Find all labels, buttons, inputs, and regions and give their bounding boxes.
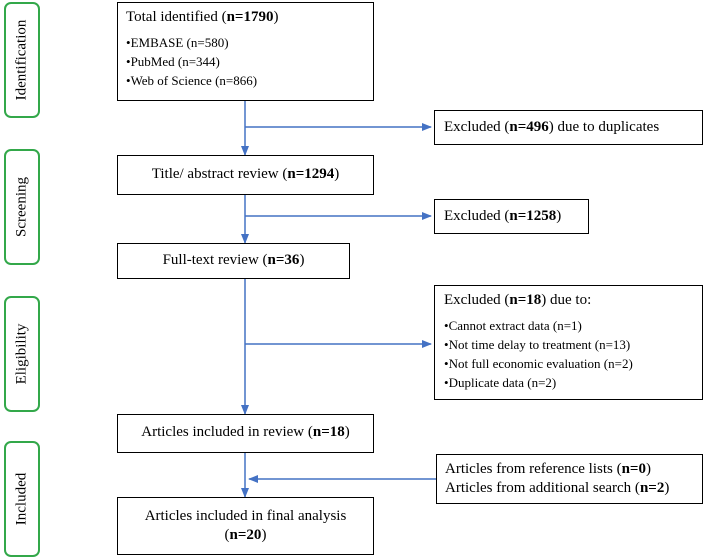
identified-box: Total identified (n=1790) EMBASE (n=580)… <box>117 2 374 101</box>
phase-included: Included <box>4 441 40 557</box>
final-title: Articles included in final analysis <box>144 508 347 524</box>
source-pubmed: PubMed (n=344) <box>126 52 365 71</box>
source-embase: EMBASE (n=580) <box>126 33 365 52</box>
included-review-box: Articles included in review (n=18) <box>117 414 374 453</box>
full-excluded-title: Excluded (n=18) due to: <box>444 292 592 308</box>
additional-search: Articles from additional search (n=2) <box>445 480 670 496</box>
phase-screening-label: Screening <box>13 177 30 237</box>
reason-item: Cannot extract data (n=1) <box>444 316 693 335</box>
full-excluded-box: Excluded (n=18) due to: Cannot extract d… <box>434 285 703 400</box>
phase-included-label: Included <box>13 472 30 526</box>
fulltext-box: Full-text review (n=36) <box>117 243 350 279</box>
reason-item: Not time delay to treatment (n=13) <box>444 335 693 354</box>
phase-eligibility-label: Eligibility <box>13 323 30 385</box>
source-web-of-science: Web of Science (n=866) <box>126 71 365 90</box>
reason-item: Duplicate data (n=2) <box>444 373 693 392</box>
reason-item: Not full economic evaluation (n=2) <box>444 354 693 373</box>
phase-eligibility: Eligibility <box>4 296 40 412</box>
title-review-box: Title/ abstract review (n=1294) <box>117 155 374 195</box>
identified-title: Total identified (n=1790) <box>126 9 279 25</box>
final-box: Articles included in final analysis (n=2… <box>117 497 374 555</box>
phase-identification: Identification <box>4 2 40 118</box>
duplicates-box: Excluded (n=496) due to duplicates <box>434 110 703 145</box>
final-count: (n=20) <box>224 527 267 543</box>
additional-reference-lists: Articles from reference lists (n=0) <box>445 461 651 477</box>
additional-box: Articles from reference lists (n=0) Arti… <box>436 454 703 504</box>
screen-excluded-box: Excluded (n=1258) <box>434 199 589 234</box>
phase-screening: Screening <box>4 149 40 265</box>
phase-identification-label: Identification <box>13 19 30 101</box>
